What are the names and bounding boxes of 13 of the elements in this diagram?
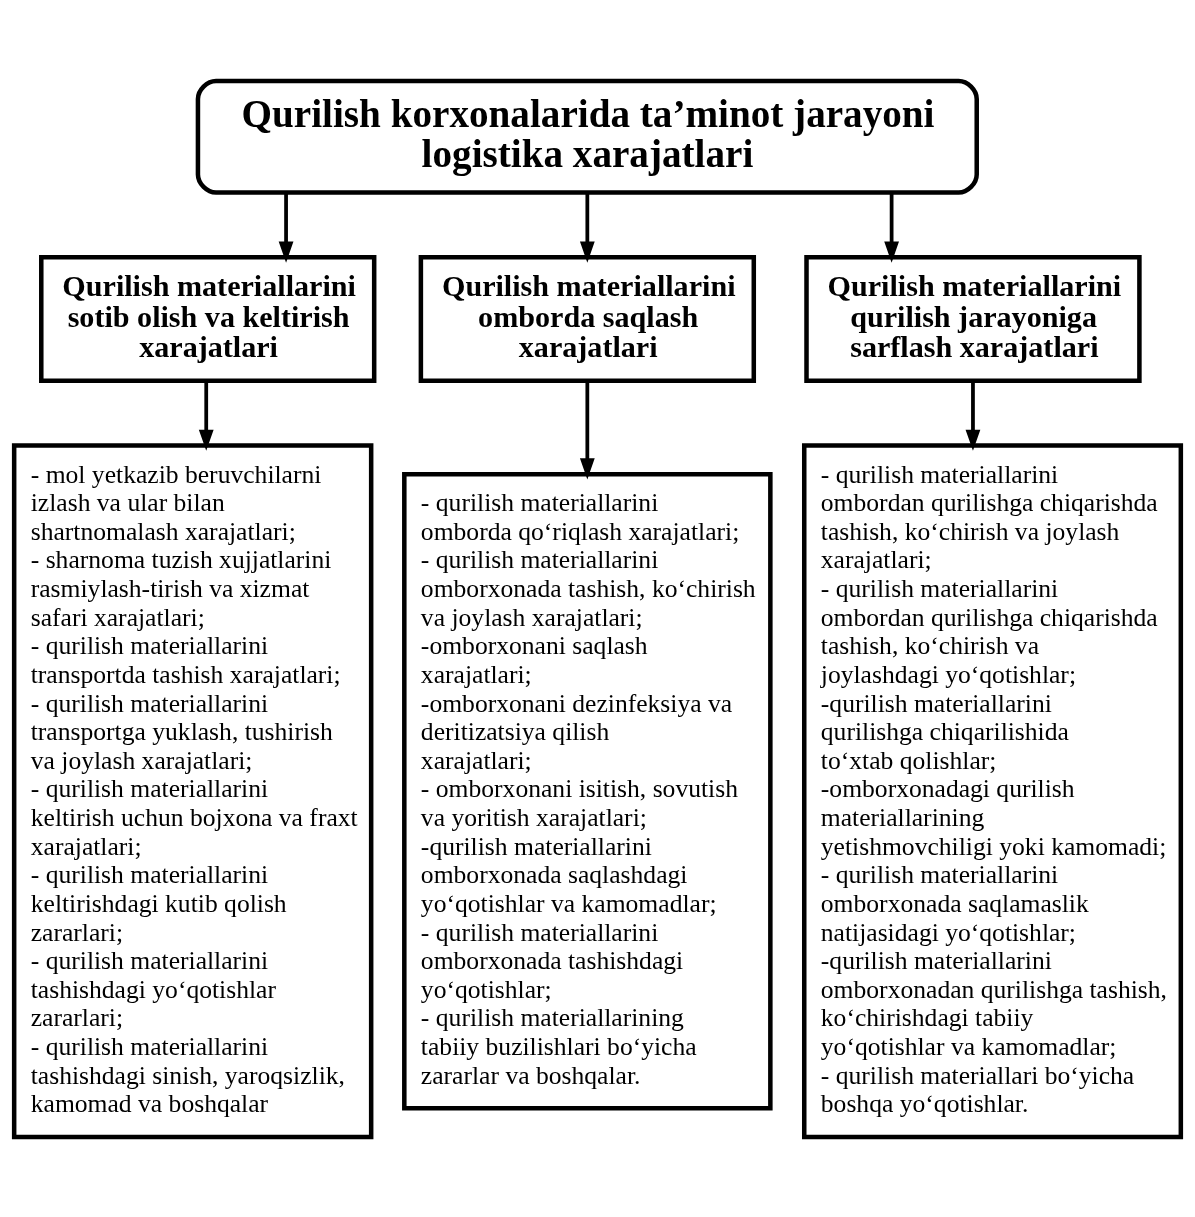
node-box: Qurilish materiallarini omborda saqlash xarajatlari — [418, 254, 757, 383]
node-box: Qurilish materiallarini sotib olish va keltirish xarajatlari — [39, 254, 377, 383]
node-box: - qurilish materiallarini omborda qo‘riqlash xarajatlari; - qurilish materiallarini omborxonada tashish, ko‘chirish va joylash xarajatlari; -omborxonani saqlash xarajatlari; -omborxonani dezinfeksiya va deritizatsiya qilish xarajatlari; - omborxonani isitish, sovutish va yoritish xarajatlari; -qurilish materiallarini omborxonada saqlashdagi yo‘qotishlar va kamomadlar; - qurilish materiallarini omborxonada tashishdagi yo‘qotishlar; - qurilish materiallarining tabiiy buzilishlari bo‘yicha zararlar va boshqalar. — [402, 471, 773, 1111]
node-box: Qurilish materiallarini qurilish jarayoniga sarflash xarajatlari — [804, 254, 1142, 383]
node-box: - qurilish materiallarini ombordan qurilishga chiqarishda tashish, ko‘chirish va joylash xarajatlari; - qurilish materiallarini ombordan qurilishga chiqarishda tashish, ko‘chirish va joylashdagi yo‘qotishlar; -qurilish materiallarini qurilishga chiqarilishida to‘xtab qolishlar; -omborxonadagi qurilish materiallarining yetishmovchiligi yoki kamomadi; - qurilish materiallarini omborxonada saqlamaslik natijasidagi yo‘qotishlar; -qurilish materiallarini omborxonadan qurilishga tashish, ko‘chirishdagi tabiiy yo‘qotishlar va kamomadlar; - qurilish materiallari bo‘yicha boshqa yo‘qotishlar. — [802, 442, 1184, 1139]
arrow — [884, 192, 899, 263]
arrow — [579, 192, 595, 263]
arrow — [579, 380, 595, 479]
arrow — [198, 380, 214, 451]
arrow — [278, 192, 294, 263]
node-box: Qurilish korxonalarida ta’minot jarayoni logistika xarajatlari — [195, 78, 979, 195]
node-box: - mol yetkazib beruvchilarni izlash va ular bilan shartnomalash xarajatlari; - sharnoma tuzish xujjatlarini rasmiylash-tirish va xizmat safari xarajatlari; - qurilish materiallarini transportda tashish xarajatlari; - qurilish materiallarini transportga yuklash, tushirish va joylash xarajatlari; - qurilish materiallarini keltirish uchun bojxona va fraxt xarajatlari; - qurilish materiallarini keltirishdagi kutib qolish zararlari; - qurilish materiallarini tashishdagi yo‘qotishlar zararlari; - qurilish materiallarini tashishdagi sinish, yaroqsizlik, kamomad va boshqalar — [11, 442, 374, 1139]
arrow — [965, 380, 981, 451]
